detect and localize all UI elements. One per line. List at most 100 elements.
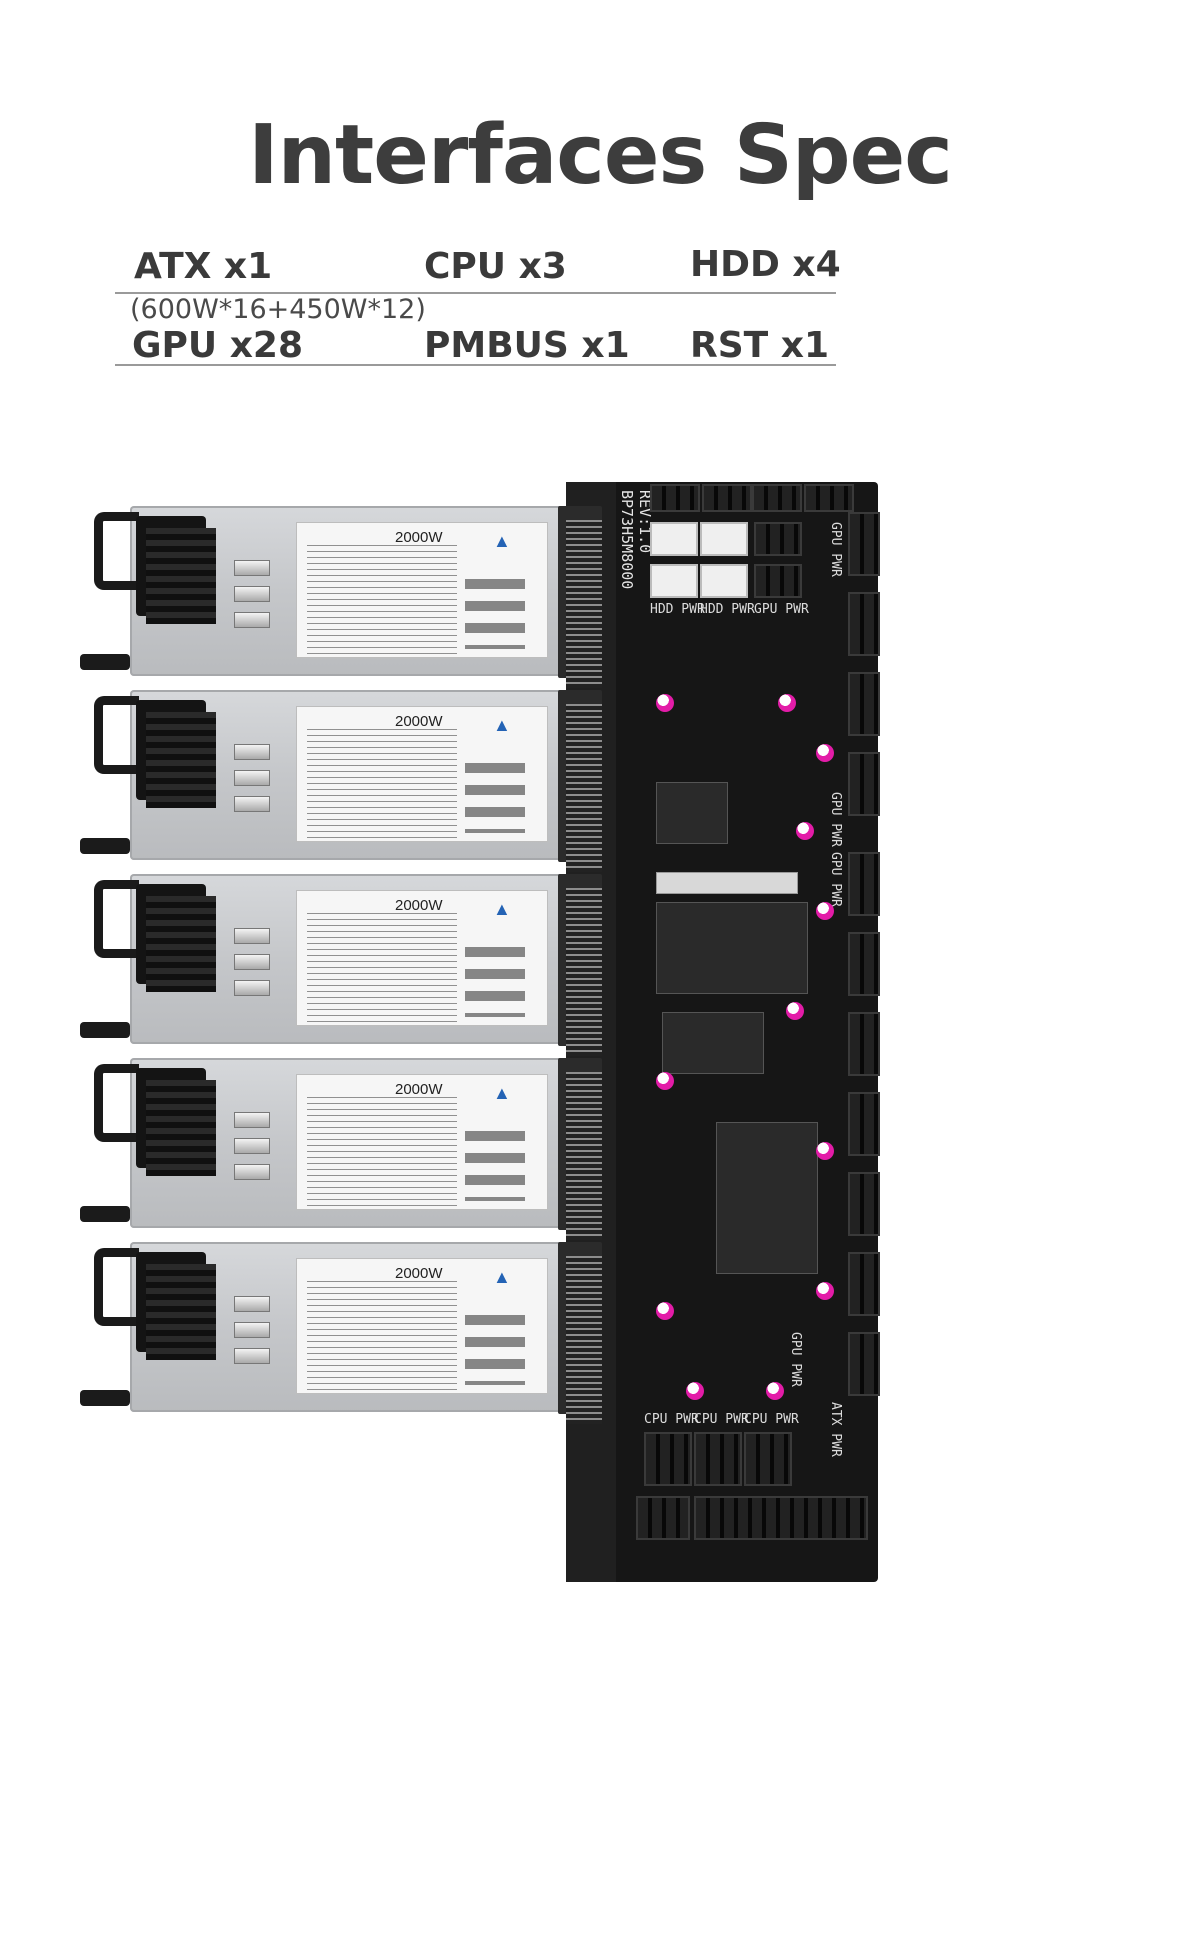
backplane-board: BP73H5M8000 REV:1.0 HDD PWR HDD PWR GPU … <box>566 482 880 1582</box>
psu-handle <box>94 696 139 774</box>
psu-spec-label: 2000W ▲ <box>296 706 548 842</box>
gpu-connector <box>804 484 854 512</box>
capacitor <box>778 694 796 712</box>
hdd-connector <box>700 522 748 556</box>
psu-fan-grille <box>136 700 216 808</box>
capacitor <box>816 902 834 920</box>
gpu-connector <box>702 484 752 512</box>
page-title: Interfaces Spec <box>248 108 953 203</box>
product-image: BP73H5M8000 REV:1.0 HDD PWR HDD PWR GPU … <box>0 482 1200 1790</box>
gpu-connector <box>848 1012 880 1076</box>
psu-cert-marks <box>465 763 525 833</box>
psu-wattage: 2000W <box>395 897 443 914</box>
psu-release-lever <box>80 1206 130 1222</box>
psu-edge-connector <box>558 690 602 872</box>
hdd-connector <box>700 564 748 598</box>
gpu-connector <box>848 592 880 656</box>
psu-cert-marks <box>465 579 525 649</box>
psu-handle <box>94 880 139 958</box>
psu-edge-connector <box>558 1242 602 1424</box>
psu-vent <box>234 560 270 660</box>
psu-release-lever <box>80 654 130 670</box>
psu-brand-logo: ▲ <box>493 1083 511 1103</box>
psu-cert-marks <box>465 947 525 1017</box>
gpu-pwr-label: GPU PWR <box>828 792 843 847</box>
psu-cert-marks <box>465 1315 525 1385</box>
gpu-connector <box>848 672 880 736</box>
psu-release-lever <box>80 1390 130 1406</box>
psu-unit: 2000W ▲ <box>80 874 602 1056</box>
psu-handle <box>94 1064 139 1142</box>
psu-fan-grille <box>136 1252 216 1360</box>
gpu-connector <box>848 1332 880 1396</box>
atx-pwr-label: ATX PWR <box>828 1402 843 1457</box>
gpu-connector <box>650 484 700 512</box>
psu-fan-grille <box>136 884 216 992</box>
board-model-label: BP73H5M8000 <box>618 490 636 590</box>
hdd-pwr-label: HDD PWR <box>700 602 755 617</box>
psu-cert-marks <box>465 1131 525 1201</box>
psu-wattage: 2000W <box>395 1265 443 1282</box>
gpu-connector <box>848 512 880 576</box>
spec-pmbus: PMBUS x1 <box>424 325 630 366</box>
spec-cpu: CPU x3 <box>424 246 567 287</box>
psu-handle <box>94 512 139 590</box>
psu-release-lever <box>80 1022 130 1038</box>
psu-release-lever <box>80 838 130 854</box>
psu-wattage: 2000W <box>395 1081 443 1098</box>
psu-brand-logo: ▲ <box>493 531 511 551</box>
cpu-pwr-label: CPU PWR <box>644 1412 699 1427</box>
capacitor <box>816 1282 834 1300</box>
gpu-connector <box>754 564 802 598</box>
spec-hdd: HDD x4 <box>690 244 841 285</box>
board-chip <box>656 902 808 994</box>
gpu-connector <box>752 484 802 512</box>
psu-spec-label: 2000W ▲ <box>296 522 548 658</box>
spec-gpu-note: (600W*16+450W*12) <box>130 294 426 325</box>
psu-unit: 2000W ▲ <box>80 506 602 688</box>
gpu-connector <box>848 932 880 996</box>
gpu-pwr-label: GPU PWR <box>828 852 843 907</box>
psu-brand-logo: ▲ <box>493 715 511 735</box>
psu-wattage: 2000W <box>395 713 443 730</box>
gpu-connector <box>636 1496 690 1540</box>
board-chip <box>656 872 798 894</box>
capacitor <box>656 1072 674 1090</box>
capacitor <box>766 1382 784 1400</box>
board-chip <box>656 782 728 844</box>
gpu-connector <box>754 522 802 556</box>
psu-brand-logo: ▲ <box>493 899 511 919</box>
psu-spec-label: 2000W ▲ <box>296 1258 548 1394</box>
hdd-connector <box>650 522 698 556</box>
psu-brand-logo: ▲ <box>493 1267 511 1287</box>
gpu-connector <box>848 1252 880 1316</box>
gpu-pwr-label: GPU PWR <box>788 1332 803 1387</box>
capacitor <box>686 1382 704 1400</box>
capacitor <box>796 822 814 840</box>
atx-connector <box>694 1496 868 1540</box>
psu-handle <box>94 1248 139 1326</box>
psu-unit: 2000W ▲ <box>80 1242 602 1424</box>
spec-divider-bottom <box>115 364 836 366</box>
cpu-connector <box>694 1432 742 1486</box>
capacitor <box>816 1142 834 1160</box>
cpu-pwr-label: CPU PWR <box>744 1412 799 1427</box>
gpu-connector <box>848 1092 880 1156</box>
cpu-connector <box>744 1432 792 1486</box>
psu-vent <box>234 744 270 844</box>
board-rev-label: REV:1.0 <box>636 490 654 554</box>
board-chip <box>662 1012 764 1074</box>
gpu-connector <box>848 1172 880 1236</box>
spec-rst: RST x1 <box>690 325 830 366</box>
hdd-pwr-label: HDD PWR <box>650 602 705 617</box>
psu-fan-grille <box>136 516 216 624</box>
psu-wattage: 2000W <box>395 529 443 546</box>
psu-vent <box>234 928 270 1028</box>
psu-spec-label: 2000W ▲ <box>296 1074 548 1210</box>
psu-fan-grille <box>136 1068 216 1176</box>
psu-unit: 2000W ▲ <box>80 690 602 872</box>
cpu-connector <box>644 1432 692 1486</box>
spec-divider-top <box>115 292 836 294</box>
capacitor <box>656 694 674 712</box>
psu-unit: 2000W ▲ <box>80 1058 602 1240</box>
